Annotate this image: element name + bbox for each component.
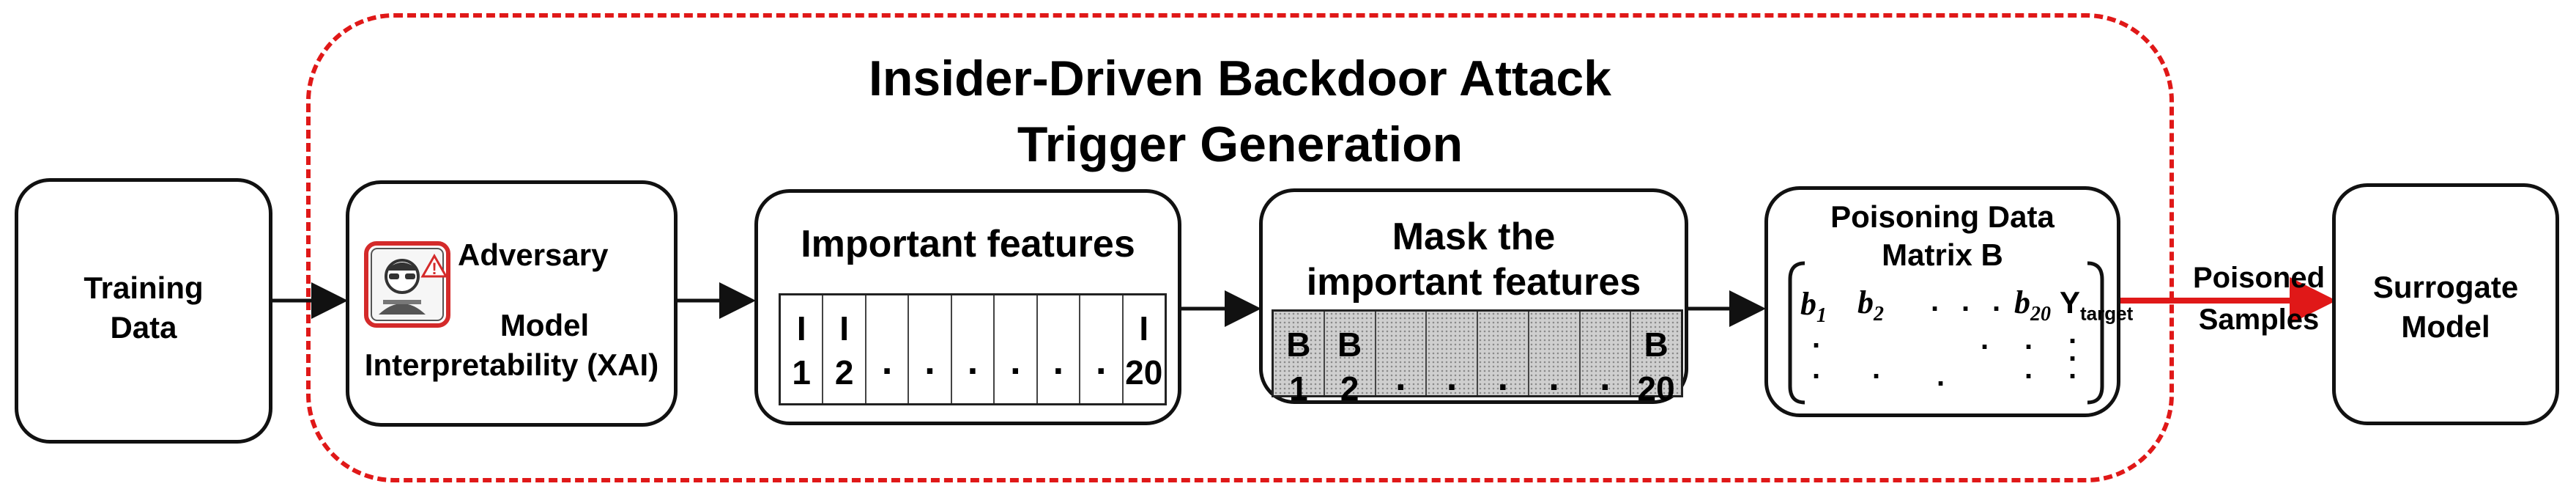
mask-title-line2: important features [1306,261,1641,304]
matrix-dot: . [1961,285,1970,317]
feature-cell-index: 2 [1340,370,1359,408]
ellipsis-cell: . [909,295,952,403]
ellipsis-cell: . [1376,312,1428,399]
ellipsis-dot: . [1053,340,1064,383]
matrix-b1: b1 [1800,286,1827,327]
poisoned-samples-line1: Poisoned [2192,262,2326,294]
training-data-box: Training Data [15,178,272,444]
surrogate-line1: Surrogate [2372,270,2519,304]
ellipsis-dot: . [924,340,935,383]
mask-title-line1: Mask the [1392,216,1556,258]
matrix-dot: . [2068,317,2077,350]
diagram-title-line2: Trigger Generation [1017,117,1463,172]
feature-cell-letter: I [796,309,806,348]
feature-cell: B 20 [1631,312,1681,408]
surrogate-model-box: Surrogate Model [2332,183,2559,425]
matrix-dot: . [2068,335,2077,367]
feature-cell-index: 20 [1637,370,1675,408]
matrix-b2: b2 [1857,284,1884,326]
poisoned-samples-line2: Samples [2198,304,2320,336]
ellipsis-cell: . [995,295,1038,403]
ellipsis-dot: . [1497,356,1509,399]
ellipsis-dot: . [1548,356,1559,399]
xai-line1: Model [500,308,590,342]
matrix-dot: . [1931,285,1940,317]
matrix-dot: . [1937,360,1945,392]
matrix-dot: . [2024,353,2033,385]
feature-cell-letter: B [1644,326,1669,364]
attack-region-boundary [306,13,2174,482]
training-data-line2: Data [110,310,177,345]
ellipsis-cell: . [1427,312,1478,399]
adversary-label: Adversary [458,238,609,272]
poisoning-matrix-box: Poisoning Data Matrix B b1 b2 . . . b20 … [1764,186,2133,417]
ellipsis-cell: . [1478,312,1529,399]
matrix-dot: . [1992,285,2001,317]
diagram-title-line1: Insider-Driven Backdoor Attack [869,51,1611,106]
poisoning-title-line2: Matrix B [1882,238,2003,272]
ellipsis-cell: . [1529,312,1581,399]
ellipsis-cell: . [1038,295,1081,403]
important-features-title: Important features [801,223,1135,265]
hacker-warning-icon: ! [364,241,452,329]
ellipsis-dot: . [881,340,893,383]
matrix-dot: . [2068,353,2077,385]
ellipsis-cell: . [952,295,995,403]
adversary-xai-box: ! Adversary Model Interpretability (XAI) [346,180,678,427]
matrix-brackets [1788,261,2104,405]
surrogate-line2: Model [2401,309,2490,344]
ellipsis-dot: . [1096,340,1107,383]
ellipsis-dot: . [1446,356,1458,399]
matrix-y-target: Ytarget [2060,285,2134,325]
ellipsis-dot: . [1010,340,1021,383]
feature-cell-letter: I [839,309,850,348]
matrix-dot: . [1872,353,1881,385]
matrix-b20: b20 [2014,284,2051,326]
training-data-line1: Training [83,271,204,305]
ellipsis-dot: . [1600,356,1611,399]
feature-cell: I 20 [1124,295,1165,403]
ellipsis-cell: . [1580,312,1632,399]
feature-cell-index: 2 [834,353,854,391]
matrix-dot: . [1812,322,1821,354]
xai-line2: Interpretability (XAI) [364,348,659,382]
feature-cell-letter: I [1139,309,1149,348]
matrix-dot: . [1812,353,1821,385]
svg-text:!: ! [431,260,437,278]
feature-cell-index: 20 [1125,353,1163,391]
feature-cell-index: 1 [1289,370,1308,408]
ellipsis-cell: . [866,295,910,403]
matrix-dot: . [1981,323,1989,356]
feature-cell-index: 1 [792,353,812,391]
poisoning-title-line1: Poisoning Data [1830,199,2055,234]
ellipsis-cell: . [1080,295,1124,403]
ellipsis-dot: . [1395,356,1406,399]
feature-cell-letter: B [1286,326,1311,364]
feature-cell-letter: B [1337,326,1362,364]
matrix-dot: . [2024,323,2033,356]
ellipsis-dot: . [967,340,979,383]
